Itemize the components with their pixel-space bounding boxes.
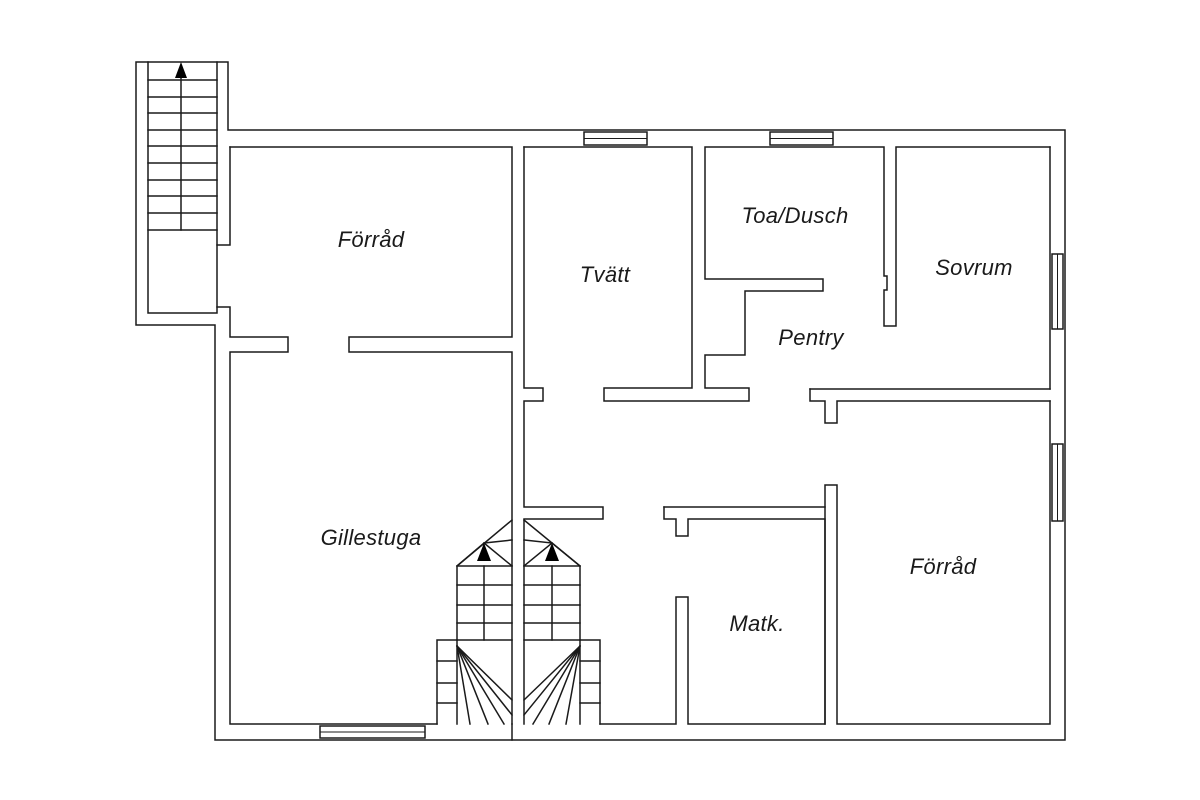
window-top-tvatt: [583, 131, 648, 146]
room-label-pentry: Pentry: [778, 325, 844, 350]
room-label-gillestuga: Gillestuga: [320, 525, 422, 550]
stair-arrow-icon: [175, 62, 187, 78]
window-bottom-gillestuga: [319, 725, 426, 739]
room-label-tvatt: Tvätt: [579, 262, 631, 287]
windows: [319, 131, 1064, 739]
window-right-forrad: [1051, 443, 1064, 522]
stair-arrow-icon: [477, 543, 491, 561]
interior-stair-right: [522, 518, 601, 726]
exterior-stair: [147, 62, 218, 231]
room-label-matk: Matk.: [729, 611, 785, 636]
room-label-sovrum: Sovrum: [935, 255, 1013, 280]
interior-walls: [229, 146, 1051, 741]
interior-stair-left: [436, 518, 514, 726]
room-label-toa-dusch: Toa/Dusch: [741, 203, 849, 228]
window-right-sovrum: [1051, 253, 1064, 330]
window-top-toa: [769, 131, 834, 146]
room-label-forrad-bottom: Förråd: [909, 554, 977, 579]
room-label-forrad-top: Förråd: [337, 227, 405, 252]
stair-arrow-icon: [545, 543, 559, 561]
